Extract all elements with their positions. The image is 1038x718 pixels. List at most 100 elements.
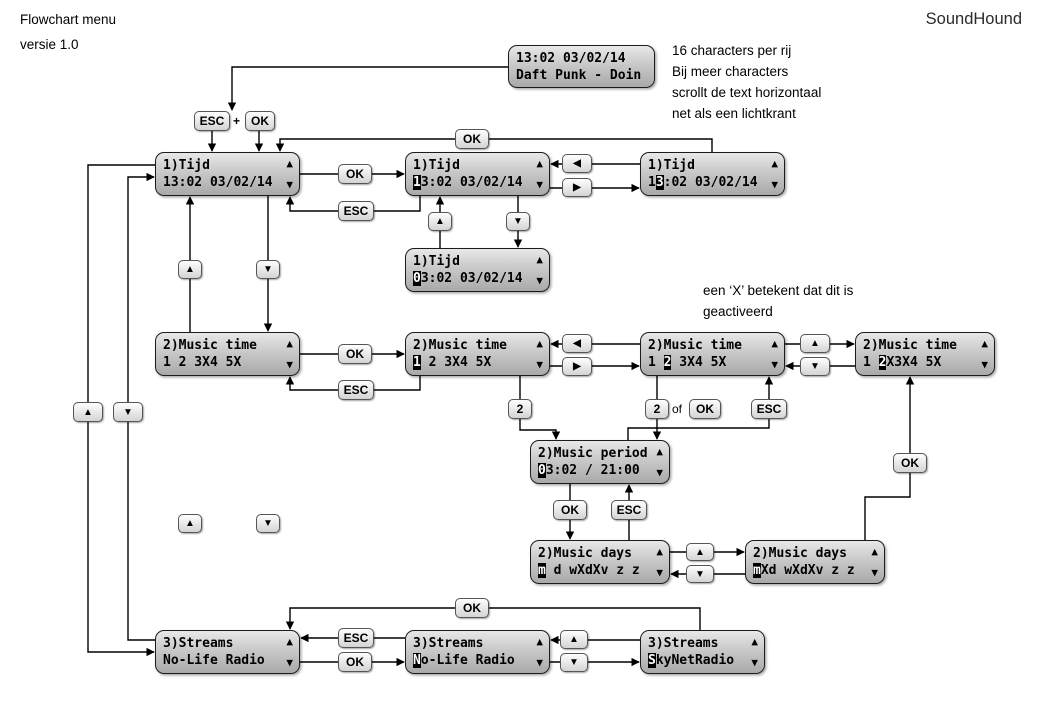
lcd-updown-arrows: ▲▼: [981, 338, 988, 370]
brand-label: SoundHound: [925, 10, 1022, 28]
lcd-cursor: 2: [663, 355, 672, 370]
activated-note-line: een ‘X’ betekent dat dit is: [703, 283, 854, 298]
up-arrow-icon: ▲: [656, 545, 663, 558]
ok-button: OK: [245, 111, 275, 131]
lcd-line2: m d wXdXv z z: [538, 562, 665, 579]
lcd-updown-arrows: ▲▼: [286, 158, 293, 190]
lcd-cursor: m: [753, 563, 761, 578]
scroll-note-line: net als een lichtkrant: [672, 106, 796, 121]
lcd-tijd-main: 1)Tijd 13:02 03/02/14 ▲▼: [155, 152, 300, 196]
lcd-streams-main: 3)Streams No-Life Radio ▲▼: [155, 630, 300, 674]
lcd-line1: 3)Streams: [163, 636, 234, 651]
lcd-line2-post: Xd wXdXv z z: [760, 563, 855, 578]
lcd-line2-post: d wXdXv z z: [545, 563, 640, 578]
lcd-line2: 03:02 / 21:00: [538, 462, 665, 479]
lcd-tijd-edit-changed: 1)Tijd 03:02 03/02/14 ▲▼: [405, 248, 550, 292]
lcd-line2: Daft Punk - Doin: [516, 67, 650, 84]
esc-button: ESC: [338, 201, 374, 221]
lcd-line2-pre: No-Life Radio: [163, 653, 265, 668]
ok-button: OK: [338, 652, 372, 672]
scroll-note-line: Bij meer characters: [672, 64, 789, 79]
lcd-music-activated: 2)Music time 1 2X3X4 5X ▲▼: [855, 332, 995, 376]
lcd-line2: 1 2 3X4 5X: [163, 354, 295, 371]
lcd-now-playing: 13:02 03/02/14 Daft Punk - Doin: [508, 45, 655, 88]
lcd-cursor: S: [648, 653, 656, 668]
up-button: ▲: [800, 334, 830, 353]
scroll-note-line: scrollt de text horizontaal: [672, 85, 822, 100]
scroll-note: 16 characters per rij Bij meer character…: [672, 40, 821, 124]
up-arrow-icon: ▲: [536, 157, 543, 170]
lcd-music-edit-char1: 2)Music time 1 2 3X4 5X ▲▼: [405, 332, 550, 376]
ok-button: OK: [893, 453, 927, 473]
down-button: ▼: [560, 653, 588, 672]
down-button: ▼: [256, 514, 280, 533]
lcd-updown-arrows: ▲▼: [286, 338, 293, 370]
lcd-line2-post: 3:02 03/02/14: [420, 271, 523, 286]
connector: [285, 607, 701, 630]
esc-button: ESC: [611, 500, 647, 520]
ok-button: OK: [455, 129, 489, 149]
connector: [275, 138, 713, 152]
lcd-line1: 2)Music days: [538, 546, 632, 561]
lcd-line1: 2)Music days: [753, 546, 847, 561]
lcd-line2: 1 2 3X4 5X: [413, 354, 545, 371]
lcd-line2-pre: 1 2 3X4 5X: [163, 355, 242, 370]
activated-note-line: geactiveerd: [703, 304, 773, 319]
lcd-line2: 13:02 03/02/14: [648, 174, 780, 191]
connector: [864, 376, 915, 540]
down-arrow-icon: ▼: [656, 466, 663, 479]
ok-button: OK: [553, 500, 587, 520]
up-button: ▲: [178, 260, 202, 279]
lcd-line1: 1)Tijd: [163, 158, 210, 173]
lcd-tijd-edit-char1: 1)Tijd 13:02 03/02/14 ▲▼: [405, 152, 550, 196]
lcd-line2-post: 2 3X4 5X: [420, 355, 492, 370]
lcd-cursor: N: [413, 653, 421, 668]
lcd-line2: 13:02 03/02/14: [163, 174, 295, 191]
up-button: ▲: [686, 543, 714, 561]
lcd-line1: 2)Music time: [648, 338, 742, 353]
lcd-line2-post: 3:02 / 21:00: [545, 463, 640, 478]
down-button: ▼: [506, 212, 530, 231]
right-button: ▶: [562, 357, 592, 376]
down-arrow-icon: ▼: [536, 358, 543, 371]
lcd-updown-arrows: ▲▼: [536, 338, 543, 370]
lcd-updown-arrows: ▲▼: [751, 636, 758, 668]
lcd-music-main: 2)Music time 1 2 3X4 5X ▲▼: [155, 332, 300, 376]
esc-button: ESC: [751, 399, 787, 419]
lcd-line2-post: X3X4 5X: [886, 355, 942, 370]
lcd-updown-arrows: ▲▼: [656, 446, 663, 478]
esc-button: ESC: [338, 380, 374, 400]
down-button: ▼: [800, 357, 830, 376]
lcd-line2-post: 3:02 03/02/14: [420, 175, 523, 190]
lcd-line2: SkyNetRadio: [648, 652, 760, 669]
scroll-note-line: 16 characters per rij: [672, 43, 792, 58]
lcd-line1: 2)Music time: [863, 338, 957, 353]
lcd-cursor: m: [538, 563, 546, 578]
lcd-cursor: 0: [413, 271, 421, 286]
lcd-music-edit-char2: 2)Music time 1 2 3X4 5X ▲▼: [640, 332, 785, 376]
down-arrow-icon: ▼: [536, 656, 543, 669]
down-button: ▼: [256, 260, 280, 279]
up-arrow-icon: ▲: [871, 545, 878, 558]
lcd-line1: 1)Tijd: [648, 158, 695, 173]
lcd-line2-post: 3X4 5X: [671, 355, 727, 370]
lcd-line2: 13:02 03/02/14: [413, 174, 545, 191]
up-arrow-icon: ▲: [656, 445, 663, 458]
lcd-updown-arrows: ▲▼: [656, 546, 663, 578]
lcd-updown-arrows: ▲▼: [771, 158, 778, 190]
up-arrow-icon: ▲: [771, 337, 778, 350]
lcd-line1: 1)Tijd: [413, 158, 460, 173]
right-button: ▶: [562, 178, 592, 197]
down-arrow-icon: ▼: [751, 656, 758, 669]
lcd-line2-pre: 1: [648, 175, 656, 190]
down-button: ▼: [113, 402, 143, 422]
lcd-line2: mXd wXdXv z z: [753, 562, 880, 579]
lcd-streams-alt: 3)Streams SkyNetRadio ▲▼: [640, 630, 765, 674]
down-arrow-icon: ▼: [286, 358, 293, 371]
lcd-line2-post: kyNetRadio: [655, 653, 735, 668]
lcd-line2: No-Life Radio: [413, 652, 545, 669]
lcd-updown-arrows: ▲▼: [871, 546, 878, 578]
lcd-updown-arrows: ▲▼: [536, 254, 543, 286]
up-arrow-icon: ▲: [286, 337, 293, 350]
down-arrow-icon: ▼: [981, 358, 988, 371]
